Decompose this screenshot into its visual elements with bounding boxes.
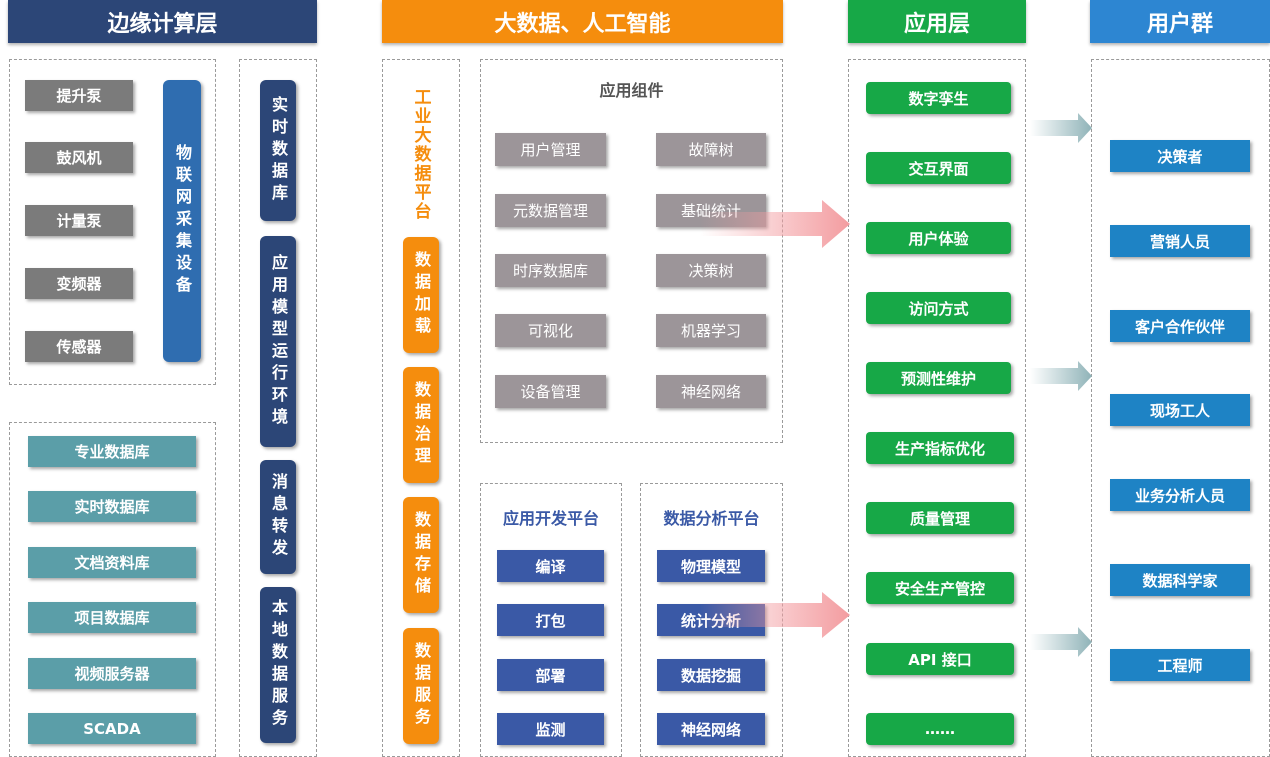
platform-item: 数据加载 [403,237,439,353]
component-item: 故障树 [656,133,766,166]
dev-item: 部署 [497,659,604,691]
platform-item: 数据服务 [403,628,439,744]
database-item: 项目数据库 [28,602,196,633]
device-item: 变频器 [25,268,133,299]
user-item: 营销人员 [1110,225,1250,257]
analysis-item: 物理模型 [657,550,765,582]
user-item: 客户合作伙伴 [1110,310,1250,342]
component-item: 决策树 [656,254,766,287]
platform-item: 数据治理 [403,367,439,483]
edge-service-item: 应用模型运行环境 [260,236,296,447]
app-item: 交互界面 [866,152,1011,184]
device-item: 传感器 [25,331,133,362]
device-item: 计量泵 [25,205,133,236]
component-item: 设备管理 [495,375,606,408]
database-item: SCADA [28,713,196,744]
data-analysis-platform-title: 数据分析平台 [663,509,760,528]
component-item: 用户管理 [495,133,606,166]
device-item: 提升泵 [25,80,133,111]
devices-group [9,59,216,385]
app-components-group [480,59,783,443]
app-item: 预测性维护 [866,362,1011,394]
arrow-right-icon [1030,627,1092,657]
user-item: 数据科学家 [1110,564,1250,596]
analysis-item: 神经网络 [657,713,765,745]
component-item: 可视化 [495,314,606,347]
header-application-layer: 应用层 [848,0,1026,43]
app-components-title: 应用组件 [599,81,664,100]
database-item: 文档资料库 [28,547,196,578]
app-item: …… [866,713,1014,745]
edge-service-item: 本地数据服务 [260,587,296,743]
component-item: 时序数据库 [495,254,606,287]
database-item: 实时数据库 [28,491,196,522]
user-item: 现场工人 [1110,394,1250,426]
app-dev-platform-title: 应用开发平台 [502,509,599,528]
app-item: 用户体验 [866,222,1011,254]
arrow-right-icon [700,592,850,638]
app-item: 质量管理 [866,502,1014,534]
database-item: 专业数据库 [28,436,196,467]
edge-service-item: 消息转发 [260,460,296,574]
component-item: 神经网络 [656,375,766,408]
app-item: 数字孪生 [866,82,1011,114]
analysis-item: 数据挖掘 [657,659,765,691]
app-item: 安全生产管控 [866,572,1014,604]
arrow-right-icon [1030,361,1092,391]
user-item: 业务分析人员 [1110,479,1250,511]
header-big-data-ai: 大数据、人工智能 [382,0,783,43]
device-item: 鼓风机 [25,142,133,173]
iot-collection-device: 物联网采集设备 [163,80,201,362]
arrow-right-icon [1030,113,1092,143]
user-item: 工程师 [1110,649,1250,681]
component-item: 机器学习 [656,314,766,347]
dev-item: 编译 [497,550,604,582]
edge-service-item: 实时数据库 [260,80,296,221]
user-item: 决策者 [1110,140,1250,172]
header-edge-computing: 边缘计算层 [8,0,317,43]
app-item: 生产指标优化 [866,432,1014,464]
database-item: 视频服务器 [28,658,196,689]
app-item: API 接口 [866,643,1014,675]
platform-item: 数据存储 [403,497,439,613]
dev-item: 监测 [497,713,604,745]
arrow-right-icon [700,200,850,248]
header-user-group: 用户群 [1090,0,1270,43]
app-item: 访问方式 [866,292,1011,324]
dev-item: 打包 [497,604,604,636]
component-item: 元数据管理 [495,194,606,227]
industrial-platform-title: 工业大数据平台 [410,87,431,221]
